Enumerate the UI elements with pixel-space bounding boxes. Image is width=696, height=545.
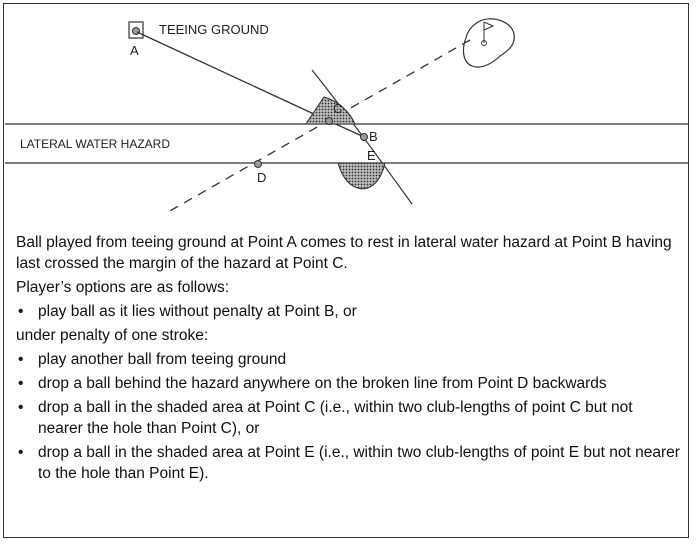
point-a-label: A: [130, 43, 139, 58]
list-item: • drop a ball behind the hazard anywhere…: [16, 373, 681, 394]
point-d-label: D: [257, 170, 266, 185]
teeing-ground-label: TEEING GROUND: [159, 22, 269, 37]
line-of-play: [136, 31, 330, 122]
list-item: • play ball as it lies without penalty a…: [16, 301, 681, 322]
list-item: • drop a ball in the shaded area at Poin…: [16, 442, 681, 484]
option-text: drop a ball in the shaded area at Point …: [38, 444, 680, 482]
bullet-icon: •: [18, 399, 24, 416]
lateral-water-hazard-label: LATERAL WATER HAZARD: [20, 137, 170, 151]
intro-text: Ball played from teeing ground at Point …: [16, 234, 672, 272]
options-heading: Player’s options are as follows:: [16, 279, 230, 296]
option-text: drop a ball in the shaded area at Point …: [38, 399, 633, 437]
point-c-label: C: [333, 101, 342, 116]
penalty-heading: under penalty of one stroke:: [16, 327, 209, 344]
point-b-label: B: [369, 129, 378, 144]
bullet-icon: •: [18, 375, 24, 392]
point-a-marker: [132, 27, 140, 35]
broken-line: [167, 39, 471, 213]
point-d-marker: [254, 160, 262, 168]
point-b-marker: [360, 133, 368, 141]
point-e-label: E: [367, 148, 376, 163]
teeing-ground-box: [128, 21, 144, 39]
bullet-icon: •: [18, 444, 24, 461]
bullet-icon: •: [18, 303, 24, 320]
list-item: • play another ball from teeing ground: [16, 349, 681, 370]
shaded-area-e: [337, 162, 386, 190]
option-text: play another ball from teeing ground: [38, 351, 287, 368]
rule-description: Ball played from teeing ground at Point …: [16, 232, 681, 487]
option-text: play ball as it lies without penalty at …: [38, 303, 357, 320]
list-item: • drop a ball in the shaded area at Poin…: [16, 397, 681, 439]
point-c-marker: [325, 117, 333, 125]
option-text: drop a ball behind the hazard anywhere o…: [38, 375, 607, 392]
bullet-icon: •: [18, 351, 24, 368]
putting-green: [462, 18, 515, 68]
club-length-arc: [311, 69, 413, 205]
flag-icon: [483, 21, 495, 31]
hazard-diagram: TEEING GROUND A C B E D LATERAL WATER HA…: [5, 18, 689, 213]
figure-frame: [3, 3, 689, 538]
shaded-area-c: [304, 96, 356, 125]
